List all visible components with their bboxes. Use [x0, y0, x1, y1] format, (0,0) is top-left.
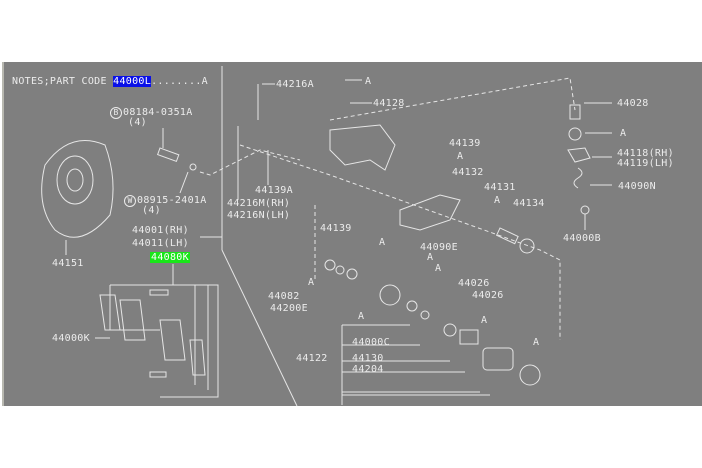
part-label[interactable]: 44204	[352, 364, 384, 375]
notes-part-code-highlight[interactable]: 44000L	[113, 76, 152, 87]
bolt-mark-icon: B	[110, 107, 122, 119]
part-label: 08184-0351A	[123, 107, 193, 118]
bolts-washers	[156, 128, 301, 194]
part-label[interactable]: 44139	[320, 223, 352, 234]
part-label[interactable]: 44090N	[618, 181, 656, 192]
notes-prefix: NOTES;PART CODE	[12, 76, 107, 87]
part-label[interactable]: 44122	[296, 353, 328, 364]
ref-a-label: A	[533, 337, 540, 348]
part-label[interactable]: 44128	[373, 98, 405, 109]
part-label[interactable]: 44216A	[276, 79, 314, 90]
ref-a-label: A	[308, 277, 315, 288]
part-label[interactable]: 44001(RH)	[132, 225, 189, 236]
divider-lines	[200, 66, 298, 407]
part-label[interactable]: 44000B	[563, 233, 601, 244]
part-label[interactable]: 44082	[268, 291, 300, 302]
part-label[interactable]: 44026	[458, 278, 490, 289]
ref-a-label: A	[494, 195, 501, 206]
quantity-label: (4)	[128, 117, 147, 128]
notes-suffix: ........A	[151, 76, 208, 87]
ref-a-label: A	[365, 76, 372, 87]
part-label[interactable]: 44090E	[420, 242, 458, 253]
ref-a-label: A	[457, 151, 464, 162]
part-label[interactable]: 44216M(RH)	[227, 198, 291, 209]
part-label[interactable]: 44139	[449, 138, 481, 149]
part-label[interactable]: 44200E	[270, 303, 308, 314]
part-label[interactable]: 44026	[472, 290, 504, 301]
part-label[interactable]: 44011(LH)	[132, 238, 189, 249]
part-label[interactable]: 44216N(LH)	[227, 210, 291, 221]
dust-shield-44151	[41, 140, 114, 255]
ref-a-label: A	[358, 311, 365, 322]
quantity-label: (4)	[142, 205, 161, 216]
piston-parts	[324, 227, 541, 405]
part-label[interactable]: 44119(LH)	[617, 158, 674, 169]
part-label[interactable]: 44132	[452, 167, 484, 178]
washer-mark-icon: W	[124, 195, 136, 207]
part-label[interactable]: 44131	[484, 182, 516, 193]
part-label[interactable]: 44139A	[255, 185, 293, 196]
brake-pads-44080K	[95, 264, 219, 398]
part-label-highlighted[interactable]: 44080K	[150, 252, 190, 263]
part-label[interactable]: 44130	[352, 353, 384, 364]
right-small-parts	[567, 102, 612, 230]
notes-line: NOTES;PART CODE 44000L........A	[12, 76, 208, 87]
part-label[interactable]: 44000C	[352, 337, 390, 348]
part-label[interactable]: 44028	[617, 98, 649, 109]
parts-diagram-panel	[2, 62, 702, 406]
ref-a-label: A	[620, 128, 627, 139]
part-label[interactable]: 44134	[513, 198, 545, 209]
part-label[interactable]: 44118(RH)	[617, 148, 674, 159]
ref-a-label: A	[427, 252, 434, 263]
part-label: 08915-2401A	[137, 195, 207, 206]
ref-a-label: A	[435, 263, 442, 274]
ref-a-label: A	[379, 237, 386, 248]
ref-a-label: A	[481, 315, 488, 326]
part-label[interactable]: 44151	[52, 258, 84, 269]
caliper-body	[237, 77, 576, 340]
part-label[interactable]: 44000K	[52, 333, 90, 344]
